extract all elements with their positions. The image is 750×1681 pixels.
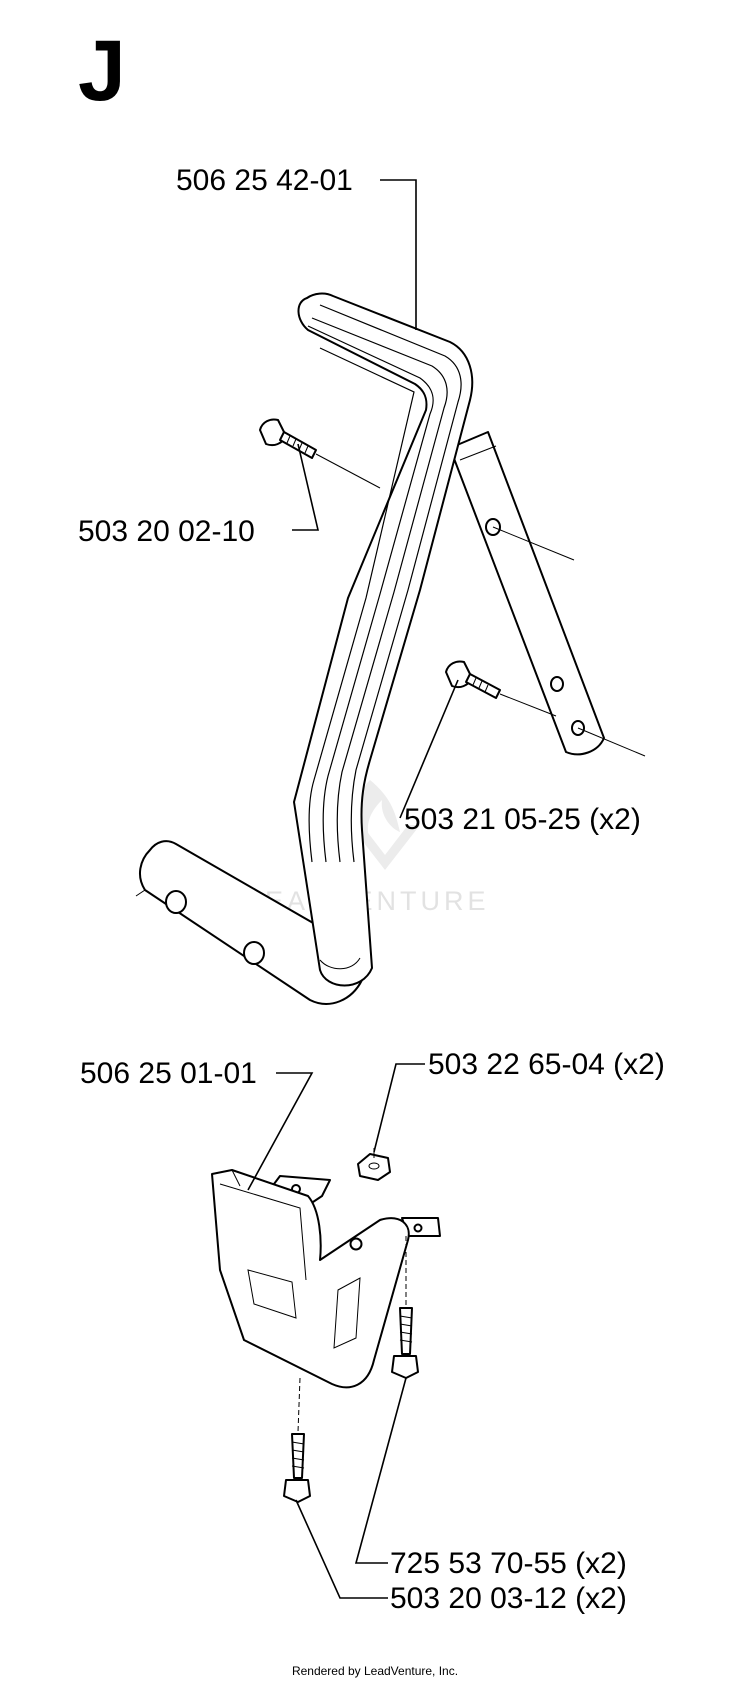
handle-screw-drawing — [260, 419, 380, 488]
footer-credit: Rendered by LeadVenture, Inc. — [292, 1664, 458, 1678]
part-label-guard-screw-a: 725 53 70-55 (x2) — [390, 1547, 627, 1580]
part-label-handle-screw: 503 20 02-10 — [78, 515, 255, 548]
part-label-guard-plate: 506 25 01-01 — [80, 1057, 257, 1090]
watermark: LEADVENTURE — [246, 780, 490, 916]
part-label-guard-nut: 503 22 65-04 (x2) — [428, 1048, 665, 1081]
part-label-brace-screw: 503 21 05-25 (x2) — [404, 803, 641, 836]
guard-screw-left-drawing — [284, 1378, 310, 1502]
part-label-front-handle: 506 25 42-01 — [176, 164, 353, 197]
guard-plate-drawing — [212, 1148, 440, 1502]
section-letter: J — [78, 23, 126, 119]
part-label-guard-screw-b: 503 20 03-12 (x2) — [390, 1582, 627, 1615]
guard-nut-drawing — [358, 1148, 390, 1180]
